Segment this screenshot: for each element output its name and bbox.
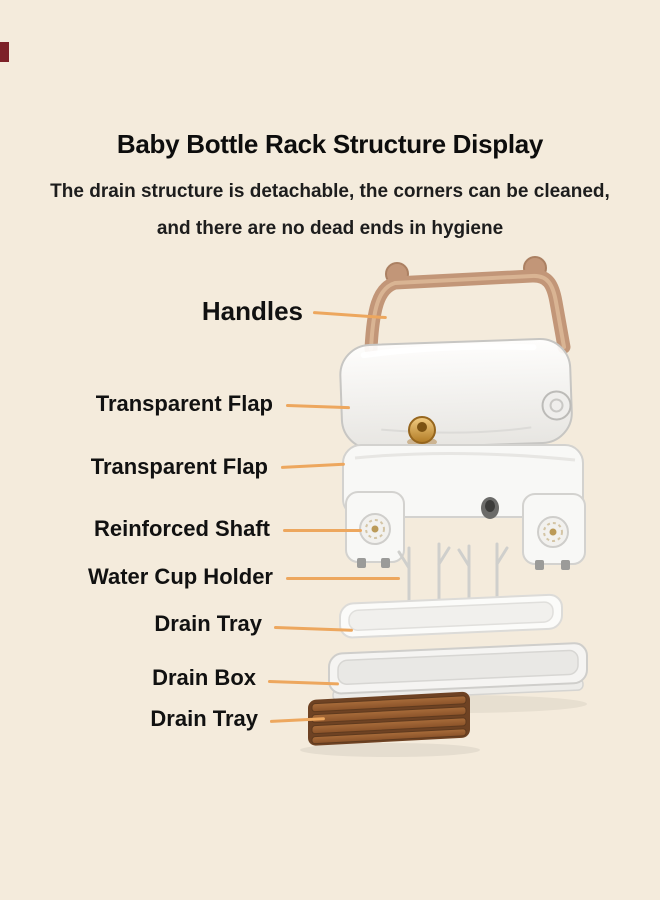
rack-body — [342, 444, 586, 570]
left-vent-icon — [359, 513, 391, 545]
handle — [364, 256, 571, 356]
lid-knob-icon — [407, 416, 437, 447]
subtitle-line-1: The drain structure is detachable, the c… — [50, 181, 610, 202]
product-illustration — [300, 256, 588, 757]
wood-shadow — [300, 743, 480, 757]
wooden-drain-tray — [308, 691, 470, 746]
page-title: Baby Bottle Rack Structure Display — [116, 129, 544, 159]
drain-tray-upper — [339, 593, 563, 639]
label-drain-tray-upper: Drain Tray — [154, 611, 262, 636]
corner-mark — [0, 42, 9, 62]
transparent-lid-icon — [339, 338, 573, 450]
leader-line-water-cup-holder — [286, 577, 400, 580]
label-handles: Handles — [201, 296, 303, 326]
subtitle-line-2: and there are no dead ends in hygiene — [156, 218, 504, 239]
label-transparent-flap-2: Transparent Flap — [90, 454, 268, 479]
label-drain-tray-lower: Drain Tray — [150, 706, 258, 731]
leader-line-reinforced-shaft — [283, 529, 362, 532]
drain-box — [328, 642, 588, 702]
label-drain-box: Drain Box — [152, 665, 256, 690]
cup-holder-pins — [397, 542, 509, 606]
label-water-cup-holder: Water Cup Holder — [88, 564, 273, 589]
right-vent-icon — [537, 516, 569, 548]
label-reinforced-shaft: Reinforced Shaft — [93, 516, 270, 541]
label-transparent-flap-1: Transparent Flap — [95, 391, 273, 416]
